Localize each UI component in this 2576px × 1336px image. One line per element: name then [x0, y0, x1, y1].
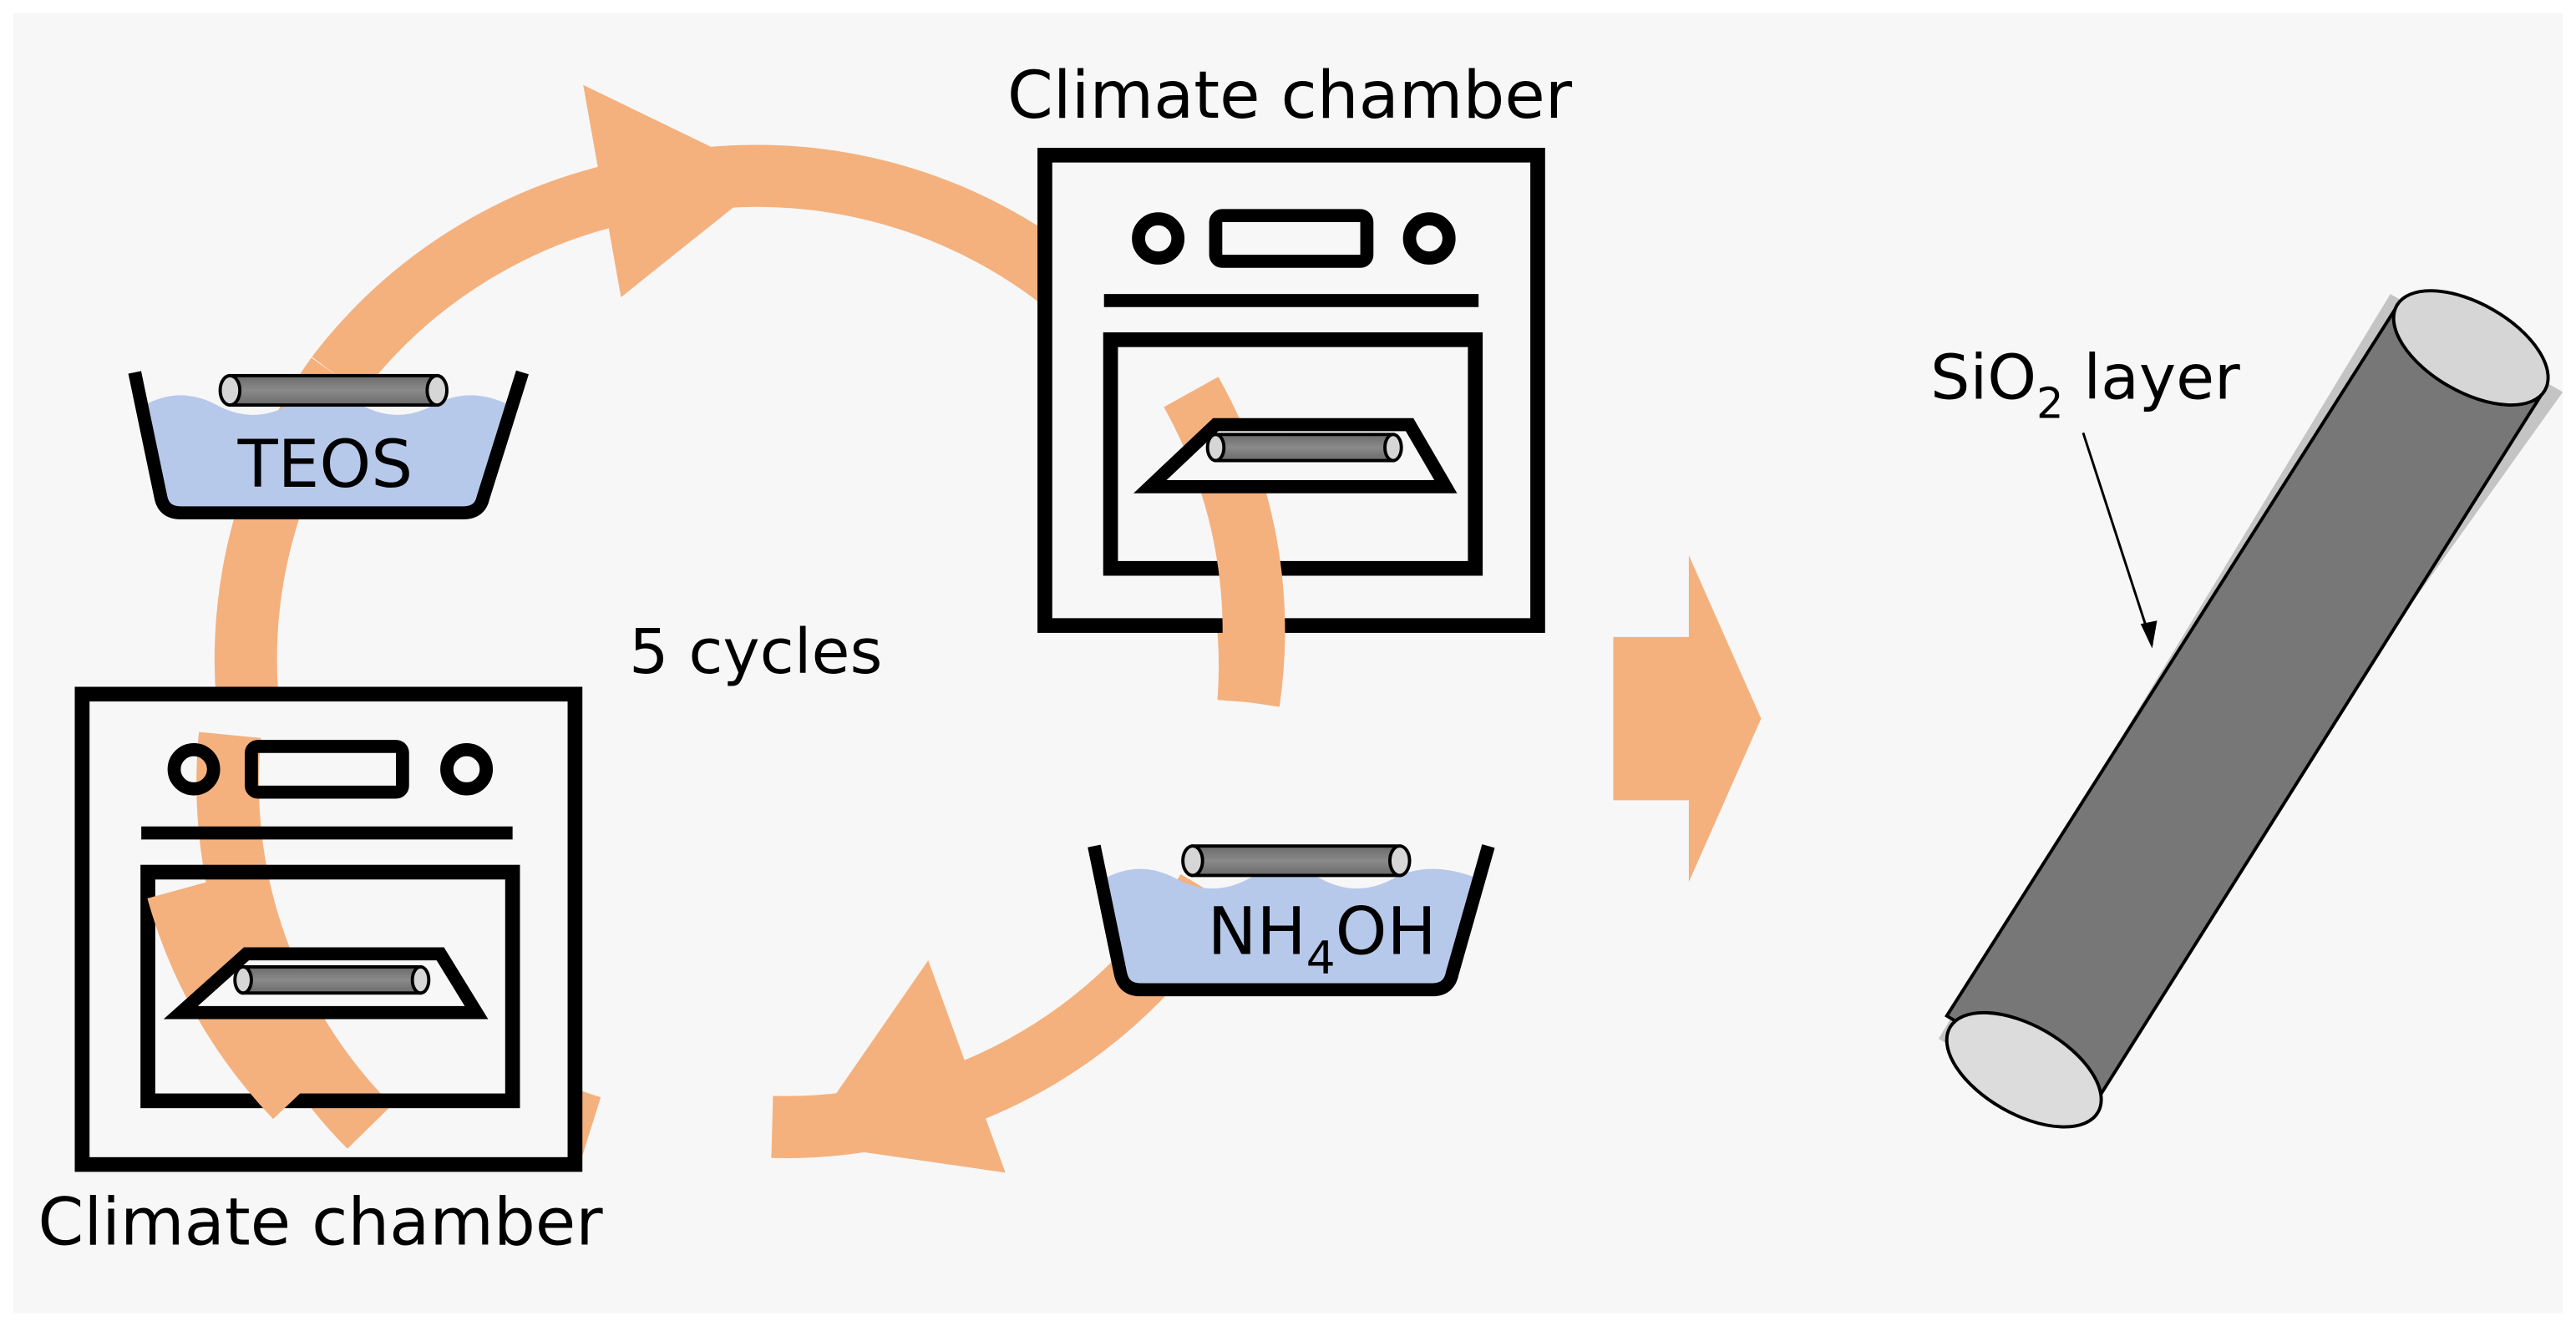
sio2-pointer-head [2140, 620, 2158, 649]
sample-rod-bottom-oven [233, 964, 431, 995]
nh4oh-label: NH4OH [1208, 893, 1437, 984]
sio2-pointer-line [2082, 432, 2153, 646]
cycle-arrowhead-top [583, 84, 773, 297]
sample-rod-top-oven [1205, 433, 1403, 463]
oven-icon-top [1037, 148, 1545, 707]
cycles-label: 5 cycles [629, 615, 882, 688]
sample-rod-nh4oh [1181, 844, 1412, 878]
sio2-layer-label: SiO2 layer [1930, 341, 2240, 428]
nh4oh-bath: NH4OH [1088, 844, 1495, 997]
oven-icon-bottom [74, 686, 583, 1172]
cycle-arrowhead-bottom [801, 960, 1006, 1173]
coated-rod-illustration [1938, 289, 2563, 1129]
teos-bath: TEOS [128, 370, 529, 520]
sample-rod-teos [218, 373, 449, 407]
bottom-chamber-label: Climate chamber [38, 1184, 603, 1261]
rod-top-end [2391, 289, 2550, 407]
teos-label: TEOS [237, 426, 413, 503]
top-chamber-label: Climate chamber [1007, 57, 1573, 134]
rod-bottom-end [1945, 1010, 2103, 1129]
